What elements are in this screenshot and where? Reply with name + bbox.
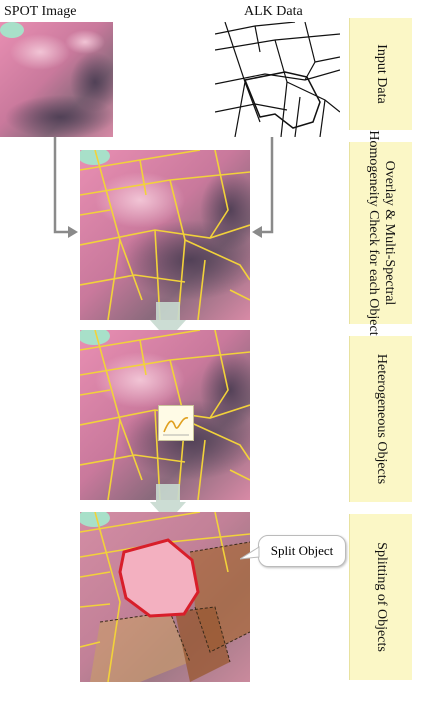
callout-pointer xyxy=(240,546,260,560)
step-panel-input-data: Input Data xyxy=(349,18,412,130)
down-arrow-2 xyxy=(150,484,186,522)
step-panel-heterogeneous: Heterogeneous Objects xyxy=(349,336,412,502)
step-panel-splitting: Splitting of Objects xyxy=(349,514,412,680)
spot-image xyxy=(0,22,113,137)
splitting-image xyxy=(80,512,250,682)
alk-data-label: ALK Data xyxy=(244,4,303,19)
overlay-image xyxy=(80,150,250,320)
connector-arrows xyxy=(53,137,274,238)
step-panel-overlay: Overlay & Multi-Spectral Homogeneity Che… xyxy=(349,130,412,336)
alk-data-map xyxy=(215,22,340,137)
step-label-splitting: Splitting of Objects xyxy=(374,542,389,652)
split-object-label: Split Object xyxy=(270,543,334,558)
spectral-curve-icon xyxy=(158,405,194,441)
spot-image-label: SPOT Image xyxy=(4,4,77,19)
down-arrow-1 xyxy=(150,302,186,340)
split-object-outline xyxy=(118,538,200,618)
split-object-callout: Split Object xyxy=(258,535,346,567)
